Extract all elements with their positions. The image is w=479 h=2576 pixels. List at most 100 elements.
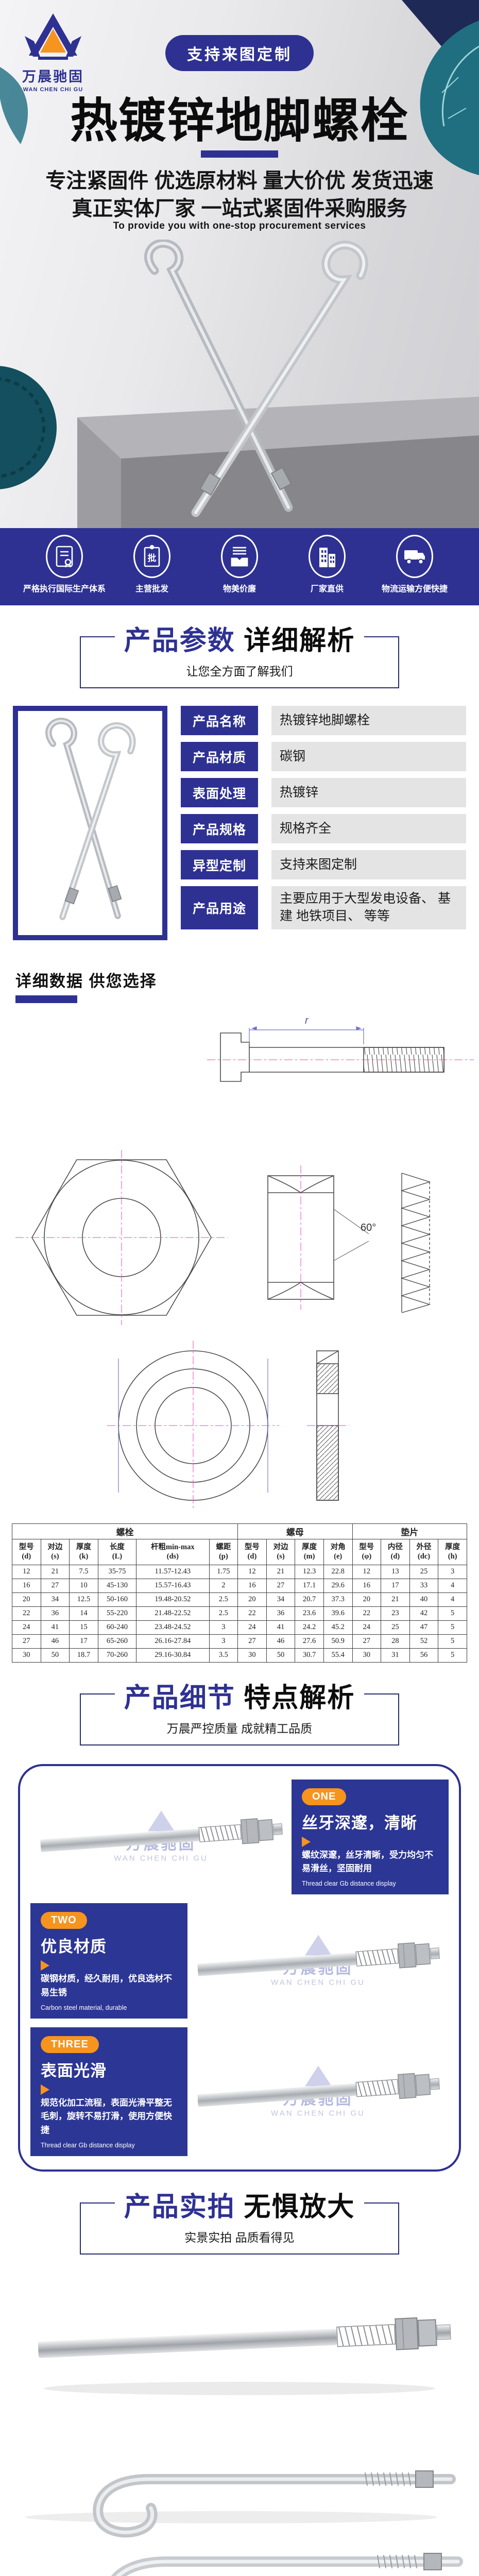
spec-cell: 37.3 [323, 1592, 353, 1607]
params-section-header: 产品参数 详细解析 让您全方面了解我们 [80, 619, 399, 688]
spec-cell: 50.9 [323, 1634, 353, 1649]
spec-cell: 20.7 [295, 1592, 324, 1607]
spec-cell: 21 [266, 1564, 296, 1579]
spec-cell: 60-240 [97, 1620, 137, 1635]
param-row: 产品名称 热镀锌地脚螺栓 [181, 706, 466, 735]
spec-cell: 3 [209, 1634, 238, 1649]
spec-cell: 30 [237, 1648, 267, 1663]
param-row: 产品规格 规格齐全 [181, 814, 466, 843]
spec-cell: 22.8 [323, 1564, 353, 1579]
spec-cell: 16 [352, 1578, 382, 1593]
brand-logo-icon [25, 13, 81, 60]
param-rows: 产品名称 热镀锌地脚螺栓 产品材质 碳钢 表面处理 热镀锌 产品规格 规格齐全 … [181, 706, 466, 940]
spec-cell: 33 [409, 1578, 439, 1593]
bolt-detail-photo [197, 2073, 440, 2107]
arrow-icon [302, 1836, 311, 1847]
spec-cell: 5 [438, 1606, 467, 1621]
spec-cell: 12.5 [69, 1592, 98, 1607]
spec-cell: 30 [12, 1648, 41, 1663]
feature-band: 严格执行国际生产体系 批 主营批发 物美价廉 [0, 528, 479, 605]
spec-column-header: 外径(dc) [409, 1538, 439, 1565]
bolt-detail-photo [40, 1818, 283, 1852]
feature-label: 物美价廉 [223, 585, 256, 594]
product-title: 热镀锌地脚螺栓 [70, 95, 409, 147]
section-subtitle: 实景实拍 品质看得见 [184, 2231, 295, 2245]
spec-cell: 16 [12, 1578, 41, 1593]
param-row: 产品用途 主要应用于大型发电设备、 基建 地铁项目、 等等 [181, 886, 466, 929]
spec-cell: 21.48-22.52 [136, 1606, 210, 1621]
spec-cell: 14 [69, 1606, 98, 1621]
product-image-crossed-bolts [45, 718, 136, 920]
spec-cell: 27 [40, 1578, 70, 1593]
detail-card: ONE 丝牙深邃，清晰 螺纹深邃，丝牙清晰，受力均匀不易滑丝，坚固耐用 Thre… [30, 1779, 449, 1895]
spec-cell: 3.5 [209, 1648, 238, 1663]
spec-cell: 27.6 [295, 1634, 324, 1649]
thread-angle-annotation: 60° [361, 1222, 376, 1233]
feature-item: 物美价廉 [196, 528, 283, 605]
spec-cell: 4 [438, 1578, 467, 1593]
radius-annotation: r [305, 1015, 309, 1026]
spec-cell: 22 [12, 1606, 41, 1621]
spec-cell: 17.1 [295, 1578, 324, 1593]
card-photo: 万晨驰固 WAN CHEN CHI GU [187, 1903, 449, 2019]
section-title-rest: 详细解析 [244, 626, 355, 656]
spec-column-header: 内径(d) [381, 1538, 410, 1565]
spec-group-header: 垫片 [352, 1523, 467, 1539]
section-title-accent: 产品细节 [124, 1683, 235, 1713]
spec-cell: 30.7 [295, 1648, 324, 1663]
spec-cell: 39.6 [323, 1606, 353, 1621]
spec-cell: 46 [266, 1634, 296, 1649]
data-title-underline [15, 995, 77, 1003]
feature-label: 严格执行国际生产体系 [23, 585, 106, 594]
spec-cell: 70-260 [97, 1648, 137, 1663]
certificate-icon [46, 535, 83, 578]
spec-column-header: 型号(φ) [352, 1538, 382, 1565]
spec-cell: 15.57-16.43 [136, 1578, 210, 1593]
spec-cell: 47 [409, 1620, 439, 1635]
spec-column-header: 杆粗min-max(ds) [136, 1538, 210, 1565]
spec-column-header: 对边(s) [40, 1538, 70, 1565]
spec-cell: 34 [40, 1592, 70, 1607]
spec-cell: 20 [237, 1592, 267, 1607]
param-label: 产品材质 [181, 742, 258, 771]
section-title-rest: 无惧放大 [244, 2192, 355, 2223]
leaf-decoration [420, 21, 479, 175]
spec-cell: 2.5 [209, 1592, 238, 1607]
banner-subtitle-en: To provide you with one-stop procurement… [113, 221, 366, 231]
spec-cell: 3 [209, 1620, 238, 1635]
section-title-accent: 产品参数 [124, 626, 235, 656]
feature-item: 厂家直供 [283, 528, 371, 605]
factory-icon [309, 535, 346, 578]
spec-cell: 23 [381, 1606, 410, 1621]
spec-cell: 17 [69, 1634, 98, 1649]
technical-drawings: r 60° [15, 1015, 474, 1511]
param-row: 产品材质 碳钢 [181, 742, 466, 771]
brand-name: 万晨驰固 [22, 69, 84, 84]
arrow-icon [41, 2084, 49, 2095]
card-description-en: Thread clear Gb distance display [302, 1880, 396, 1888]
card-photo: 万晨驰固 WAN CHEN CHI GU [30, 1779, 292, 1895]
spec-cell: 19.48-20.52 [136, 1592, 210, 1607]
card-photo: 万晨驰固 WAN CHEN CHI GU [187, 2027, 449, 2157]
spec-group-header: 螺栓 [11, 1523, 238, 1539]
spec-cell: 42 [409, 1606, 439, 1621]
spec-cell: 16 [237, 1578, 267, 1593]
spec-cell: 25 [409, 1564, 439, 1579]
section-title: 产品细节 特点解析 [114, 1675, 365, 1715]
spec-cell: 31 [381, 1648, 410, 1663]
data-section-title: 详细数据 供您选择 [15, 972, 157, 990]
feature-label: 物流运输方便快捷 [381, 585, 448, 594]
feature-label: 主营批发 [135, 585, 168, 594]
photos-section-header: 产品实拍 无惧放大 实景实拍 品质看得见 [80, 2185, 399, 2255]
param-value: 热镀锌 [271, 778, 466, 807]
spec-table-header-row: 型号(d) 对边(s) 厚度(k) 长度(L) 杆粗min-max(ds) 螺距… [12, 1538, 467, 1565]
spec-cell: 50 [266, 1648, 296, 1663]
spec-cell: 41 [266, 1620, 296, 1635]
param-value: 支持来图定制 [271, 850, 466, 879]
spec-column-header: 厚度(m) [295, 1538, 324, 1565]
section-title: 产品实拍 无惧放大 [114, 2185, 365, 2224]
spec-cell: 55.4 [323, 1648, 353, 1663]
